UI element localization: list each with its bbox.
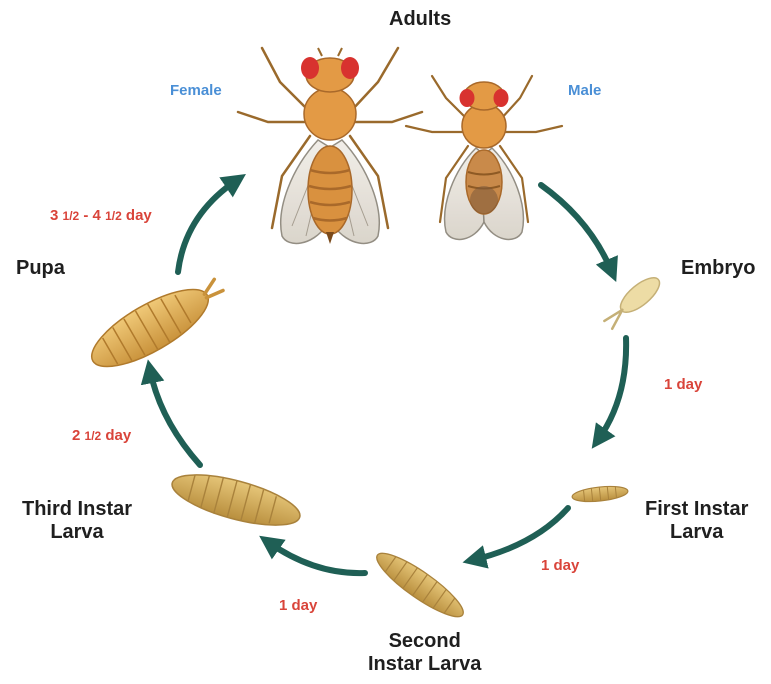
second-instar-larva-label: Second Instar Larva [368,630,481,676]
embryo-illustration [600,272,665,331]
duration-third-instar-to-pupa-fraction: 1/2 [85,429,102,443]
duration-third-instar-to-pupa: 2 1/2 day [72,427,131,444]
arrow-adults-to-embryo [541,185,612,272]
third-instar-label-line1: Third Instar [22,498,132,521]
duration-pupa-to-adults-max-whole: - 4 [83,207,101,224]
duration-pupa-to-adults-min-whole: 3 [50,207,58,224]
duration-pupa-to-adults-unit: day [126,207,152,224]
adults-label: Adults [389,8,451,31]
arrow-third-instar-to-pupa [150,370,200,465]
arrow-first-to-second-instar [473,508,568,560]
third-instar-label-line2: Larva [22,521,132,544]
second-instar-label-line2: Instar Larva [368,653,481,676]
duration-third-instar-to-pupa-unit: day [105,427,131,444]
male-fly-illustration [406,76,562,239]
male-label: Male [568,82,601,99]
female-fly-illustration [238,48,422,244]
first-instar-larva-label: First Instar Larva [645,498,748,544]
second-instar-label-line1: Second [368,630,481,653]
duration-pupa-to-adults-max-fraction: 1/2 [105,209,122,223]
pupa-illustration [81,267,232,381]
arrow-second-to-third-instar [268,542,365,573]
duration-first-to-second-instar: 1 day [541,557,579,574]
third-instar-larva-illustration [167,465,304,536]
arrow-embryo-to-first-instar [598,338,626,440]
first-instar-larva-illustration [571,484,628,504]
duration-pupa-to-adults: 3 1/2 - 4 1/2 day [50,207,152,224]
second-instar-larva-illustration [370,545,470,626]
duration-third-instar-to-pupa-whole: 2 [72,427,80,444]
female-label: Female [170,82,222,99]
duration-pupa-to-adults-min-fraction: 1/2 [63,209,80,223]
pupa-label: Pupa [16,257,65,280]
arrow-pupa-to-adults [178,180,237,272]
duration-second-to-third-instar: 1 day [279,597,317,614]
third-instar-larva-label: Third Instar Larva [22,498,132,544]
first-instar-label-line1: First Instar [645,498,748,521]
embryo-label: Embryo [681,257,755,280]
duration-embryo-to-first-instar: 1 day [664,376,702,393]
first-instar-label-line2: Larva [645,521,748,544]
